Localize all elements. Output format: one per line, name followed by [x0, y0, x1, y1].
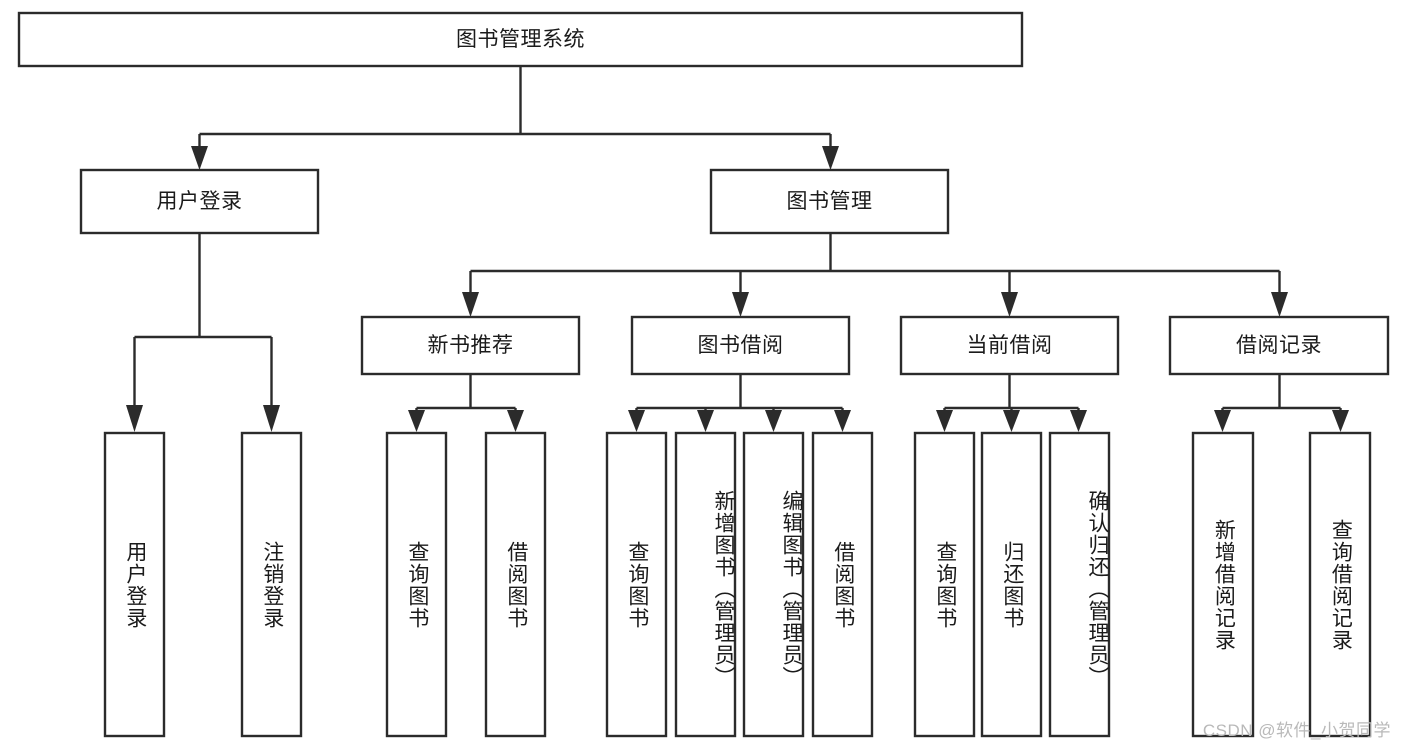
- node-box-leaf13[interactable]: [1308, 431, 1372, 738]
- connector-root-to-level2: [191, 66, 839, 170]
- node-box-current[interactable]: [899, 315, 1120, 376]
- node-box-record[interactable]: [1168, 315, 1390, 376]
- node-box-leaf4[interactable]: [484, 431, 547, 738]
- node-box-leaf3[interactable]: [385, 431, 448, 738]
- node-box-leaf5[interactable]: [605, 431, 668, 738]
- connector-login-to-leaves: [126, 233, 280, 432]
- node-box-newbook[interactable]: [360, 315, 581, 376]
- node-box-leaf2[interactable]: [240, 431, 303, 738]
- connector-bookmgmt-to-level3: [462, 233, 1288, 317]
- node-box-leaf7[interactable]: [742, 431, 805, 738]
- connector-newbook-to-leaves: [408, 374, 524, 432]
- node-box-leaf1[interactable]: [103, 431, 166, 738]
- node-box-leaf6[interactable]: [674, 431, 737, 738]
- node-box-bookmgmt[interactable]: [709, 168, 950, 235]
- node-box-leaf8[interactable]: [811, 431, 874, 738]
- node-box-leaf11[interactable]: [1048, 431, 1111, 738]
- node-box-login[interactable]: [79, 168, 320, 235]
- node-box-root[interactable]: [17, 11, 1024, 68]
- connector-current-to-leaves: [936, 374, 1087, 432]
- node-box-leaf10[interactable]: [980, 431, 1043, 738]
- node-box-borrow[interactable]: [630, 315, 851, 376]
- node-box-leaf12[interactable]: [1191, 431, 1255, 738]
- connector-borrow-to-leaves: [628, 374, 851, 432]
- connector-record-to-leaves: [1214, 374, 1349, 432]
- node-box-leaf9[interactable]: [913, 431, 976, 738]
